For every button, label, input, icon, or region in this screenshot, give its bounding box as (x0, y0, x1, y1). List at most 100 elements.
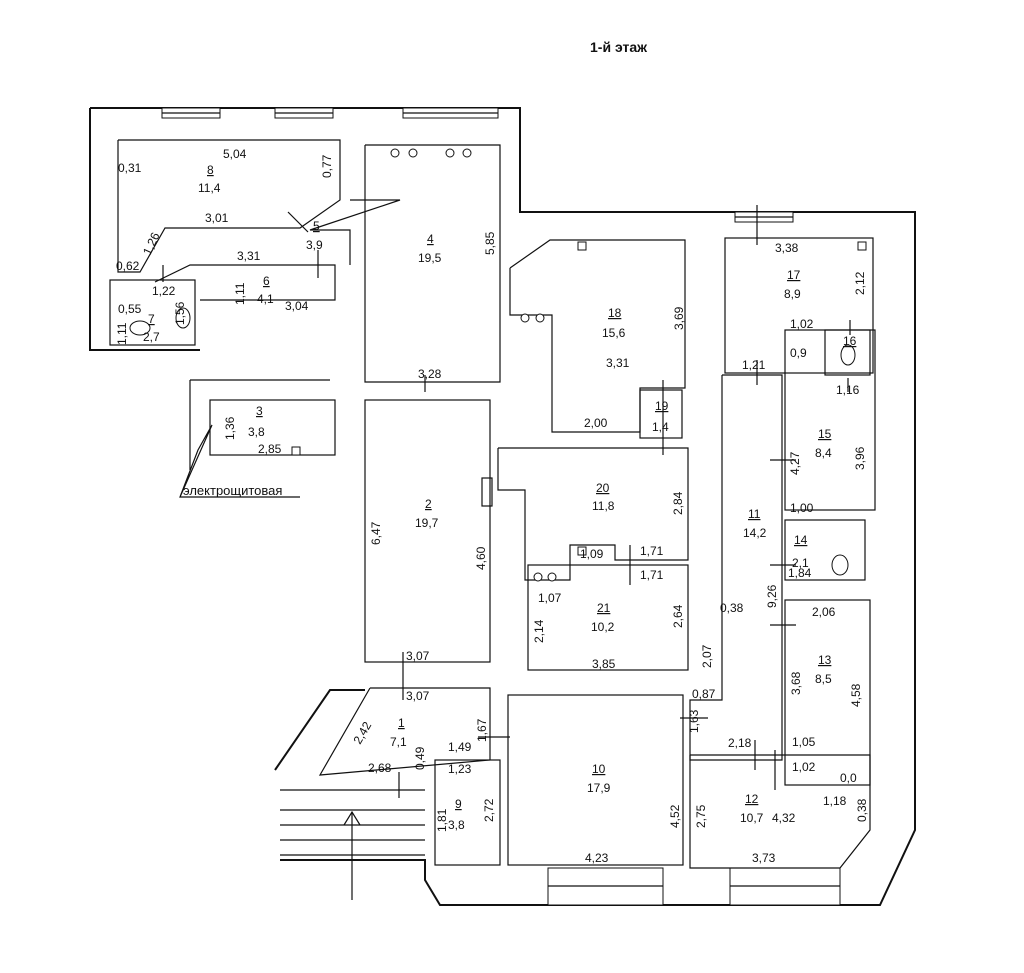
room-number: 5 (313, 219, 320, 233)
dim-label: 0,38 (855, 798, 869, 822)
room-area: 3,8 (248, 425, 265, 439)
dim-label: 3,07 (406, 649, 430, 663)
dim-label: 2,68 (368, 761, 392, 775)
room-number: 19 (655, 399, 669, 413)
dim-label: 2,85 (258, 442, 282, 456)
dim-label: 4,27 (788, 451, 802, 475)
room-area: 11,8 (592, 499, 615, 513)
dim-label: 1,11 (233, 282, 247, 305)
room-number: 4 (427, 232, 434, 246)
dim-label: 6,47 (369, 521, 383, 545)
dim-label: 2,18 (728, 736, 752, 750)
dim-label: 4,52 (668, 804, 682, 828)
room-area: 3,8 (448, 818, 465, 832)
dim-label: 2,72 (482, 798, 496, 822)
room-number: 12 (745, 792, 759, 806)
room-area: 2,1 (792, 556, 809, 570)
room-area: 19,5 (418, 251, 442, 265)
dim-label: 1,67 (475, 718, 489, 742)
dim-label: 3,85 (592, 657, 616, 671)
dim-label: 0,38 (720, 601, 744, 615)
room-area: 14,2 (743, 526, 767, 540)
room-area: 19,7 (415, 516, 439, 530)
floor-title: 1-й этаж (590, 39, 648, 55)
room-number: 6 (263, 274, 270, 288)
dim-label: 1,22 (152, 284, 176, 298)
dim-label: 3,69 (672, 306, 686, 330)
dim-label: 0,9 (790, 346, 807, 360)
room-number: 7 (148, 312, 155, 326)
dim-label: 4,23 (585, 851, 609, 865)
room-area: 10,2 (591, 620, 615, 634)
dim-label: 5,85 (483, 231, 497, 255)
dim-label: 3,07 (406, 689, 430, 703)
entrance-arrow-icon (343, 810, 361, 900)
fixtures (129, 148, 867, 582)
room-number: 13 (818, 653, 832, 667)
dim-label: 2,64 (671, 604, 685, 628)
dim-label: 1,11 (115, 322, 129, 345)
dim-label: 2,84 (671, 491, 685, 515)
dim-label: 1,36 (223, 416, 237, 440)
room-labels: 8 11,4 5 3,9 6 4,1 7 2,7 4 19,5 3 3,8 2 … (143, 163, 857, 832)
dim-label: 9,26 (765, 584, 779, 608)
dim-label: 2,75 (694, 804, 708, 828)
room-area: 1,4 (652, 420, 669, 434)
dim-label: 1,71 (640, 568, 664, 582)
dim-label: 2,12 (853, 271, 867, 295)
dim-label: 1,02 (790, 317, 814, 331)
dim-label: 1,84 (788, 566, 812, 580)
room-area: 8,9 (784, 287, 801, 301)
room-area: 3,9 (306, 238, 323, 252)
dim-label: 0,55 (118, 302, 142, 316)
room-number: 20 (596, 481, 610, 495)
dim-label: 3,31 (237, 249, 261, 263)
dim-label: 4,32 (772, 811, 796, 825)
dim-label: 3,68 (789, 671, 803, 695)
room-number: 10 (592, 762, 606, 776)
room-area: 8,4 (815, 446, 832, 460)
dim-label: 0,31 (118, 161, 142, 175)
room-number: 11 (748, 507, 761, 521)
dim-label: 5,04 (223, 147, 247, 161)
dim-label: 1,02 (792, 760, 816, 774)
outer-walls (89, 107, 916, 906)
room-area: 2,7 (143, 330, 160, 344)
dim-label: 1,81 (435, 808, 449, 832)
dim-label: 0,87 (692, 687, 716, 701)
dim-label: 1,26 (140, 230, 163, 257)
dimension-ticks (162, 205, 851, 798)
dim-label: 0,62 (116, 259, 140, 273)
room-area: 17,9 (587, 781, 611, 795)
dim-label: 1,49 (448, 740, 472, 754)
interior-walls (109, 139, 876, 869)
electrical-room-label: электрощитовая (183, 483, 282, 498)
electrical-leader-line (179, 424, 300, 498)
dim-label: 4,60 (474, 546, 488, 570)
room-area: 10,7 (740, 811, 764, 825)
room-number: 1 (398, 716, 405, 730)
room-number: 3 (256, 404, 263, 418)
dim-label: 1,63 (687, 709, 701, 733)
dim-label: 1,09 (580, 547, 604, 561)
dim-label: 2,42 (350, 719, 374, 747)
room-number: 14 (794, 533, 808, 547)
room-number: 16 (843, 334, 857, 348)
dim-label: 4,58 (849, 683, 863, 707)
room-number: 21 (597, 601, 611, 615)
room-area: 8,5 (815, 672, 832, 686)
dim-label: 1,00 (790, 501, 814, 515)
dim-label: 1,18 (823, 794, 847, 808)
room-number: 2 (425, 497, 432, 511)
dim-label: 2,14 (532, 619, 546, 643)
dim-label: 3,38 (775, 241, 799, 255)
dim-label: 1,07 (538, 591, 562, 605)
dim-label: 3,28 (418, 367, 442, 381)
room-area: 15,6 (602, 326, 626, 340)
room-number: 8 (207, 163, 214, 177)
room-number: 17 (787, 268, 801, 282)
dimension-labels-vertical: 0,77 1,26 1,11 1,11 1,56 5,85 1,36 6,47 … (115, 154, 869, 832)
room-number: 9 (455, 797, 462, 811)
room-number: 18 (608, 306, 622, 320)
